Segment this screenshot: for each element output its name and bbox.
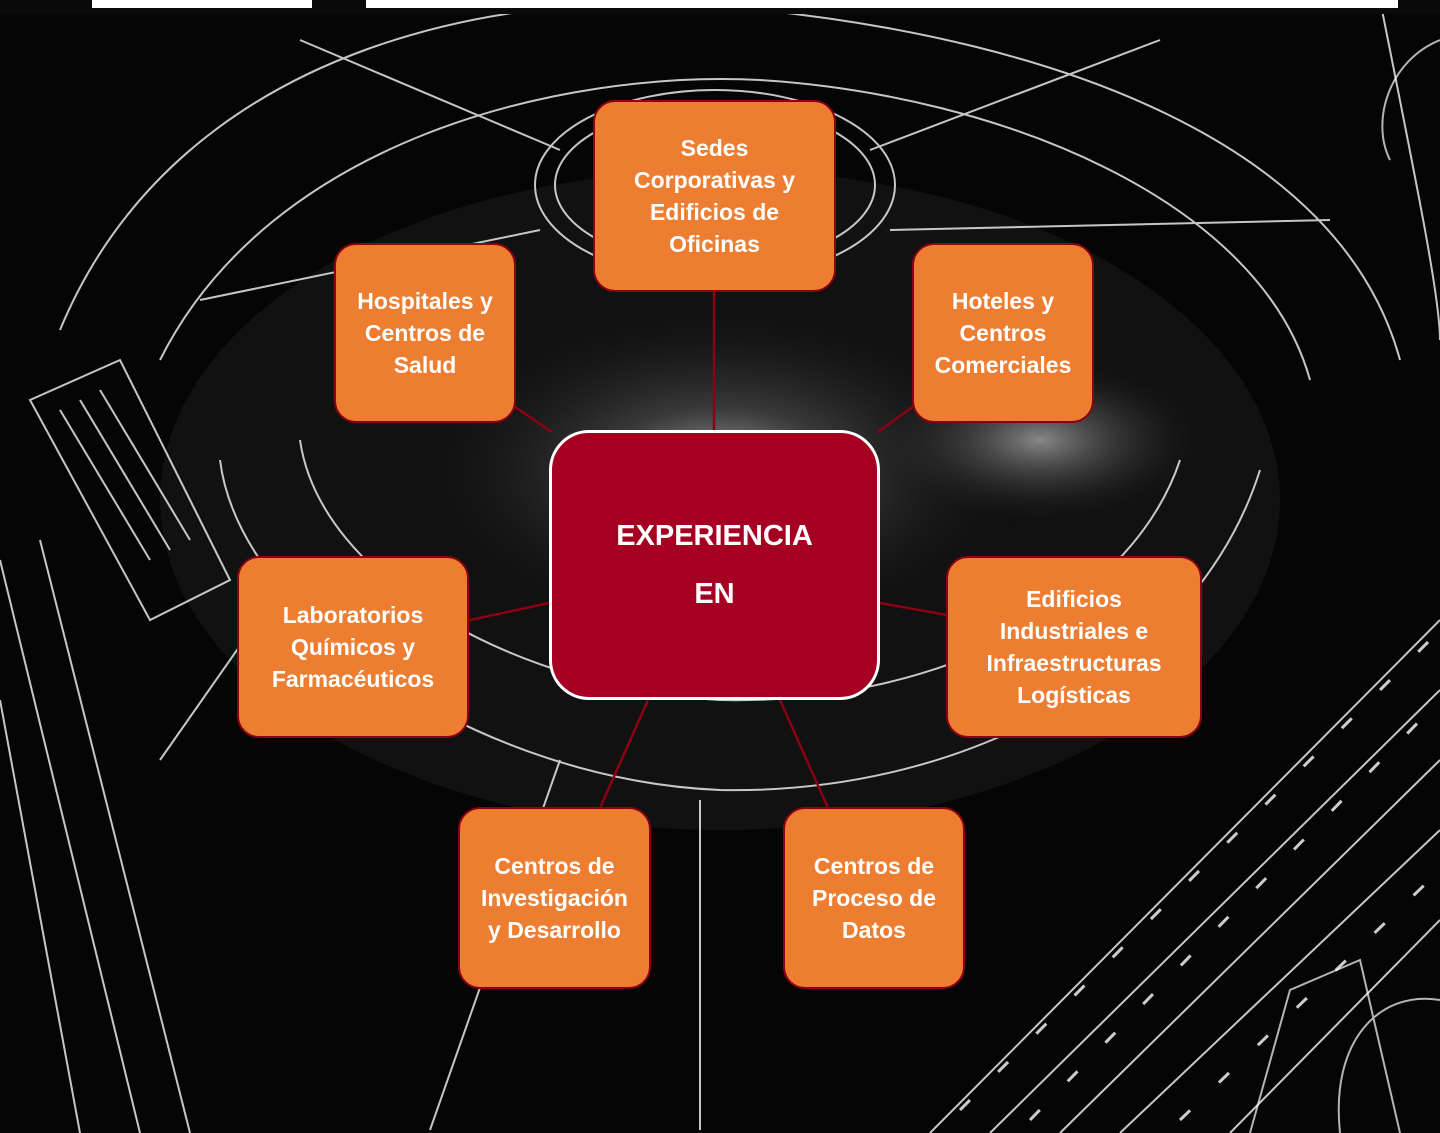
node-sedes-corporativas: Sedes Corporativas y Edificios de Oficin… (593, 100, 836, 292)
center-subtitle: EN (694, 578, 735, 610)
connector-industriales (879, 601, 948, 617)
node-centros-datos: Centros de Proceso de Datos (783, 807, 965, 989)
connector-hospitales (511, 403, 553, 434)
connector-laboratorios (469, 601, 550, 622)
node-laboratorios: Laboratorios Químicos y Farmacéuticos (237, 556, 469, 738)
top-frame-strip (92, 0, 312, 8)
center-title: EXPERIENCIA (616, 520, 813, 552)
connector-investigacion (598, 699, 650, 809)
center-node: EXPERIENCIA EN (549, 430, 880, 700)
node-edificios-industriales: Edificios Industriales e Infraestructura… (946, 556, 1202, 738)
node-centros-investigacion: Centros de Investigación y Desarrollo (458, 807, 651, 989)
top-frame-bar (0, 0, 1440, 14)
connector-hoteles (877, 403, 916, 434)
node-hospitales: Hospitales y Centros de Salud (334, 243, 516, 423)
top-frame-strip (366, 0, 1398, 8)
node-hoteles: Hoteles y Centros Comerciales (912, 243, 1094, 423)
connector-datos (778, 699, 830, 809)
